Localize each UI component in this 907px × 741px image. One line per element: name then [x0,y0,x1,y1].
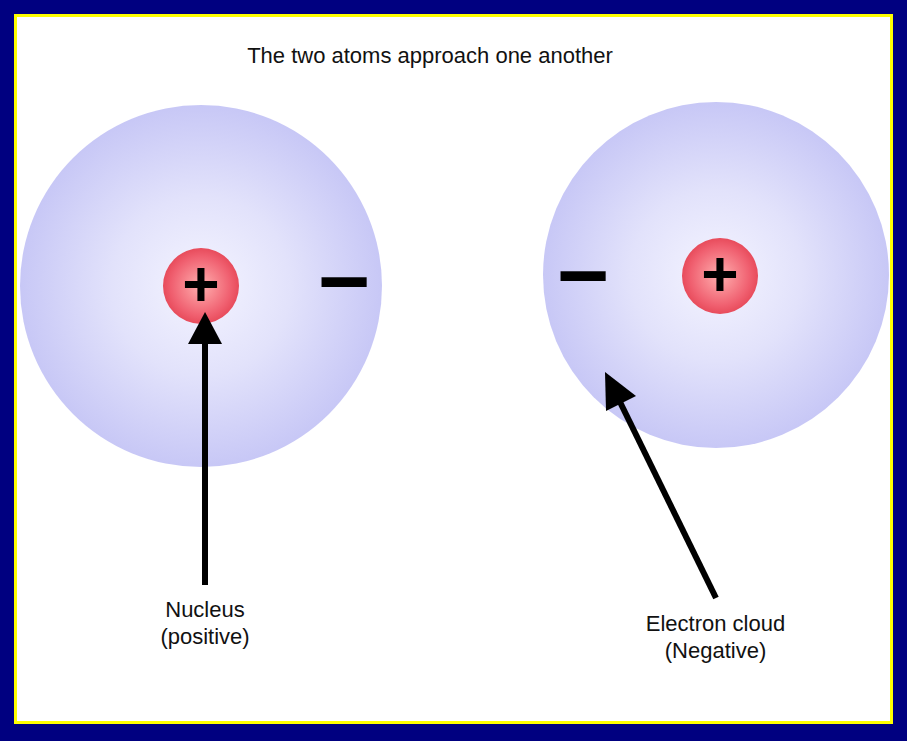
minus-sign: − [557,230,610,320]
electron-cloud: +− [543,102,889,448]
plus-sign: + [701,242,738,306]
minus-sign: − [318,236,371,326]
part-label: Nucleus (positive) [140,596,270,650]
arrow-head [605,372,636,411]
plus-sign: + [182,252,219,316]
nucleus: + [163,248,239,324]
nucleus: + [682,238,758,314]
title: The two atoms approach one another [247,42,613,69]
electron-cloud: +− [20,105,382,467]
arrow-head [188,312,222,344]
leader-line [202,340,208,585]
leader-line [620,402,716,598]
part-label: Electron cloud (Negative) [628,610,803,664]
